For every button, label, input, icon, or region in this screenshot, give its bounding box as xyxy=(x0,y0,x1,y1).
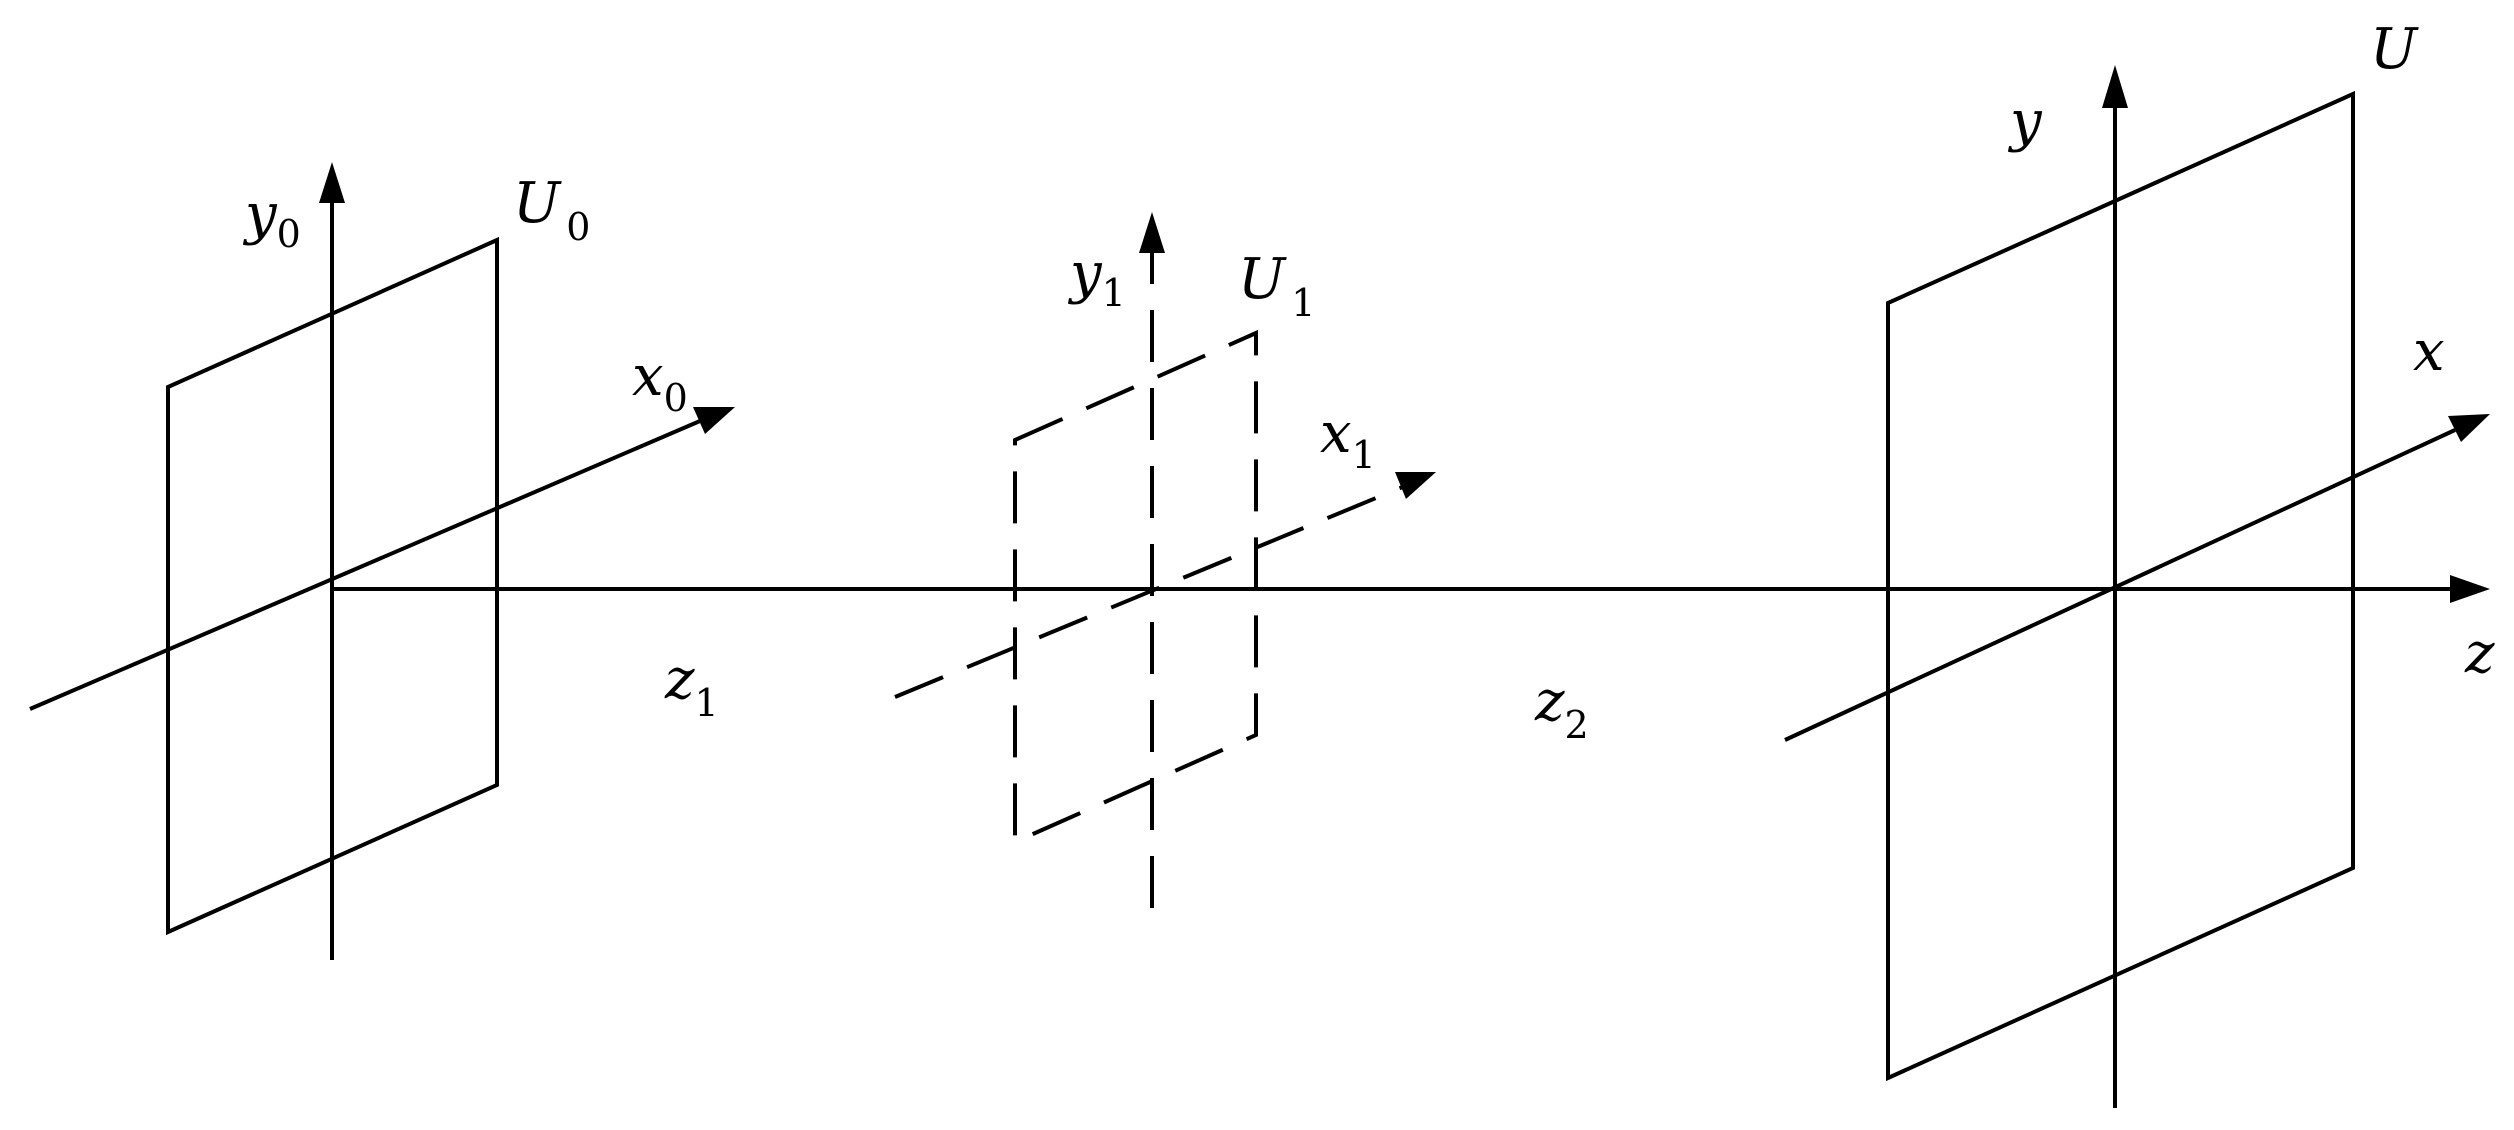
output-x-label: x xyxy=(2413,319,2445,384)
intermediate-y-label: y1 xyxy=(1067,241,1126,315)
optical-axis: z xyxy=(330,575,2495,686)
input-x-axis-line xyxy=(29,419,701,711)
input-y-axis-arrowhead xyxy=(319,162,345,203)
input-x-label: x0 xyxy=(632,344,688,420)
input-y-label: y0 xyxy=(242,182,301,256)
output-x-axis-line xyxy=(1784,428,2456,742)
distance-z2-label: z2 xyxy=(1534,669,1589,747)
output-aperture-frame xyxy=(1886,90,2355,1082)
z-axis-label: z xyxy=(2464,621,2495,686)
intermediate-x-axis-arrowhead xyxy=(1395,472,1436,499)
intermediate-y-axis-arrowhead xyxy=(1139,212,1165,253)
intermediate-x-axis-line xyxy=(894,484,1406,699)
output-y-label: y xyxy=(2007,89,2043,154)
output-x-axis-arrowhead xyxy=(2448,414,2490,442)
output-y-axis-arrowhead xyxy=(2102,65,2128,108)
distance-z1-label: z1 xyxy=(664,647,719,725)
input-aperture-frame xyxy=(166,236,499,936)
output-plane: y U x xyxy=(1784,17,2490,1108)
input-x-axis-arrowhead xyxy=(693,407,735,434)
intermediate-x-label: x1 xyxy=(1320,401,1376,477)
intermediate-aperture-frame xyxy=(1013,329,1258,846)
output-aperture-label: U xyxy=(2370,17,2419,82)
z-axis-arrowhead xyxy=(2450,575,2490,603)
